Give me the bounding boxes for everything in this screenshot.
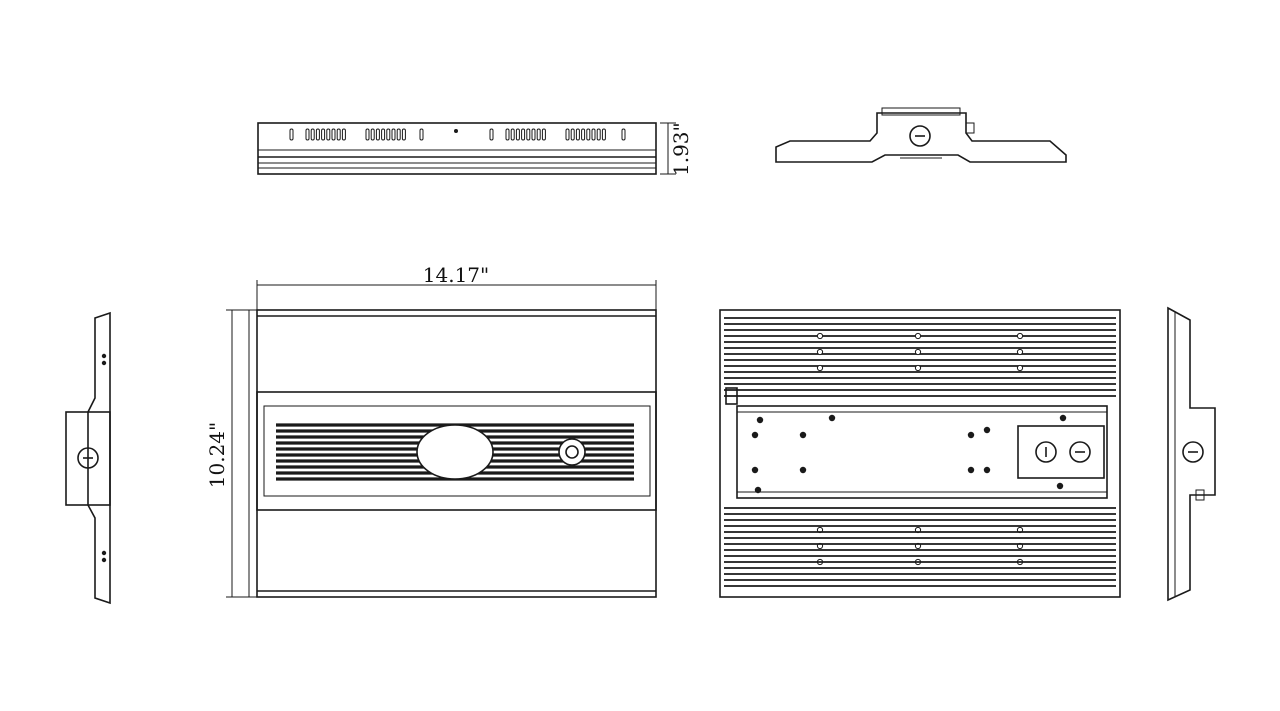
mounting-hole <box>967 466 975 474</box>
vent-slot <box>396 128 401 141</box>
vent-slot <box>505 128 510 141</box>
mounting-hole <box>754 486 762 494</box>
vent-slot <box>581 128 586 141</box>
rivet <box>1016 332 1024 340</box>
side-profile-view <box>257 122 657 175</box>
mounting-hole <box>828 414 836 422</box>
fins-bottom <box>724 507 1116 587</box>
vent-slot <box>401 128 406 141</box>
vent-slot <box>575 128 580 141</box>
left-side-profile <box>65 311 111 605</box>
front-view <box>256 309 657 598</box>
vent-slot <box>621 128 626 141</box>
mounting-holes <box>751 414 1067 494</box>
vent-slot <box>391 128 396 141</box>
mounting-hole <box>1059 414 1067 422</box>
mounting-hole <box>799 466 807 474</box>
mounting-plate <box>736 405 1108 499</box>
vent-slot <box>336 128 341 141</box>
mounting-hole <box>751 431 759 439</box>
vent-slot <box>310 128 315 141</box>
right-side-profile <box>1167 306 1216 602</box>
vent-slot <box>305 128 310 141</box>
vent-slot <box>510 128 515 141</box>
vent-slot <box>315 128 320 141</box>
vent-slot <box>521 128 526 141</box>
vent-slot <box>601 128 606 141</box>
vent-slots <box>289 128 626 141</box>
height-dimension: 10.24" <box>205 309 257 598</box>
vent-slot <box>419 128 424 141</box>
mounting-hole <box>983 426 991 434</box>
depth-dimension: 1.93" <box>660 122 693 176</box>
rivet <box>816 332 824 340</box>
vent-slot <box>531 128 536 141</box>
rivet <box>1016 364 1024 372</box>
back-view <box>719 309 1121 598</box>
depth-dimension-label: 1.93" <box>669 122 693 176</box>
rivet <box>914 348 922 356</box>
width-dimension: 14.17" <box>256 263 657 310</box>
end-profile-view <box>775 107 1067 163</box>
vent-slot <box>341 128 346 141</box>
vent-slot <box>596 128 601 141</box>
vent-slot <box>536 128 541 141</box>
vent-slot <box>370 128 375 141</box>
rivet <box>816 348 824 356</box>
vent-slot <box>489 128 494 141</box>
height-dimension-label: 10.24" <box>205 422 229 488</box>
vent-slot <box>326 128 331 141</box>
fins-top <box>724 317 1116 566</box>
vent-slot <box>591 128 596 141</box>
mounting-hole <box>967 431 975 439</box>
mounting-hole <box>983 466 991 474</box>
mounting-hole <box>1056 482 1064 490</box>
width-dimension-label: 14.17" <box>423 263 489 287</box>
screw-dot <box>454 129 458 133</box>
vent-slot <box>565 128 570 141</box>
junction-box <box>1017 425 1105 479</box>
vent-slot <box>365 128 370 141</box>
center-opening <box>416 424 494 480</box>
vent-slot <box>541 128 546 141</box>
vent-slot <box>570 128 575 141</box>
rivet <box>914 364 922 372</box>
vent-slot <box>526 128 531 141</box>
vent-slot <box>515 128 520 141</box>
vent-slot <box>381 128 386 141</box>
vent-slot <box>331 128 336 141</box>
rivet <box>816 364 824 372</box>
mounting-hole <box>799 431 807 439</box>
vent-slot <box>375 128 380 141</box>
mounting-hole <box>751 466 759 474</box>
vent-slot <box>586 128 591 141</box>
mounting-hole <box>756 416 764 424</box>
rivet <box>914 332 922 340</box>
vent-slot <box>289 128 294 141</box>
vent-slot <box>321 128 326 141</box>
rivet <box>1016 348 1024 356</box>
sensor-port <box>558 438 586 466</box>
vent-slot <box>386 128 391 141</box>
